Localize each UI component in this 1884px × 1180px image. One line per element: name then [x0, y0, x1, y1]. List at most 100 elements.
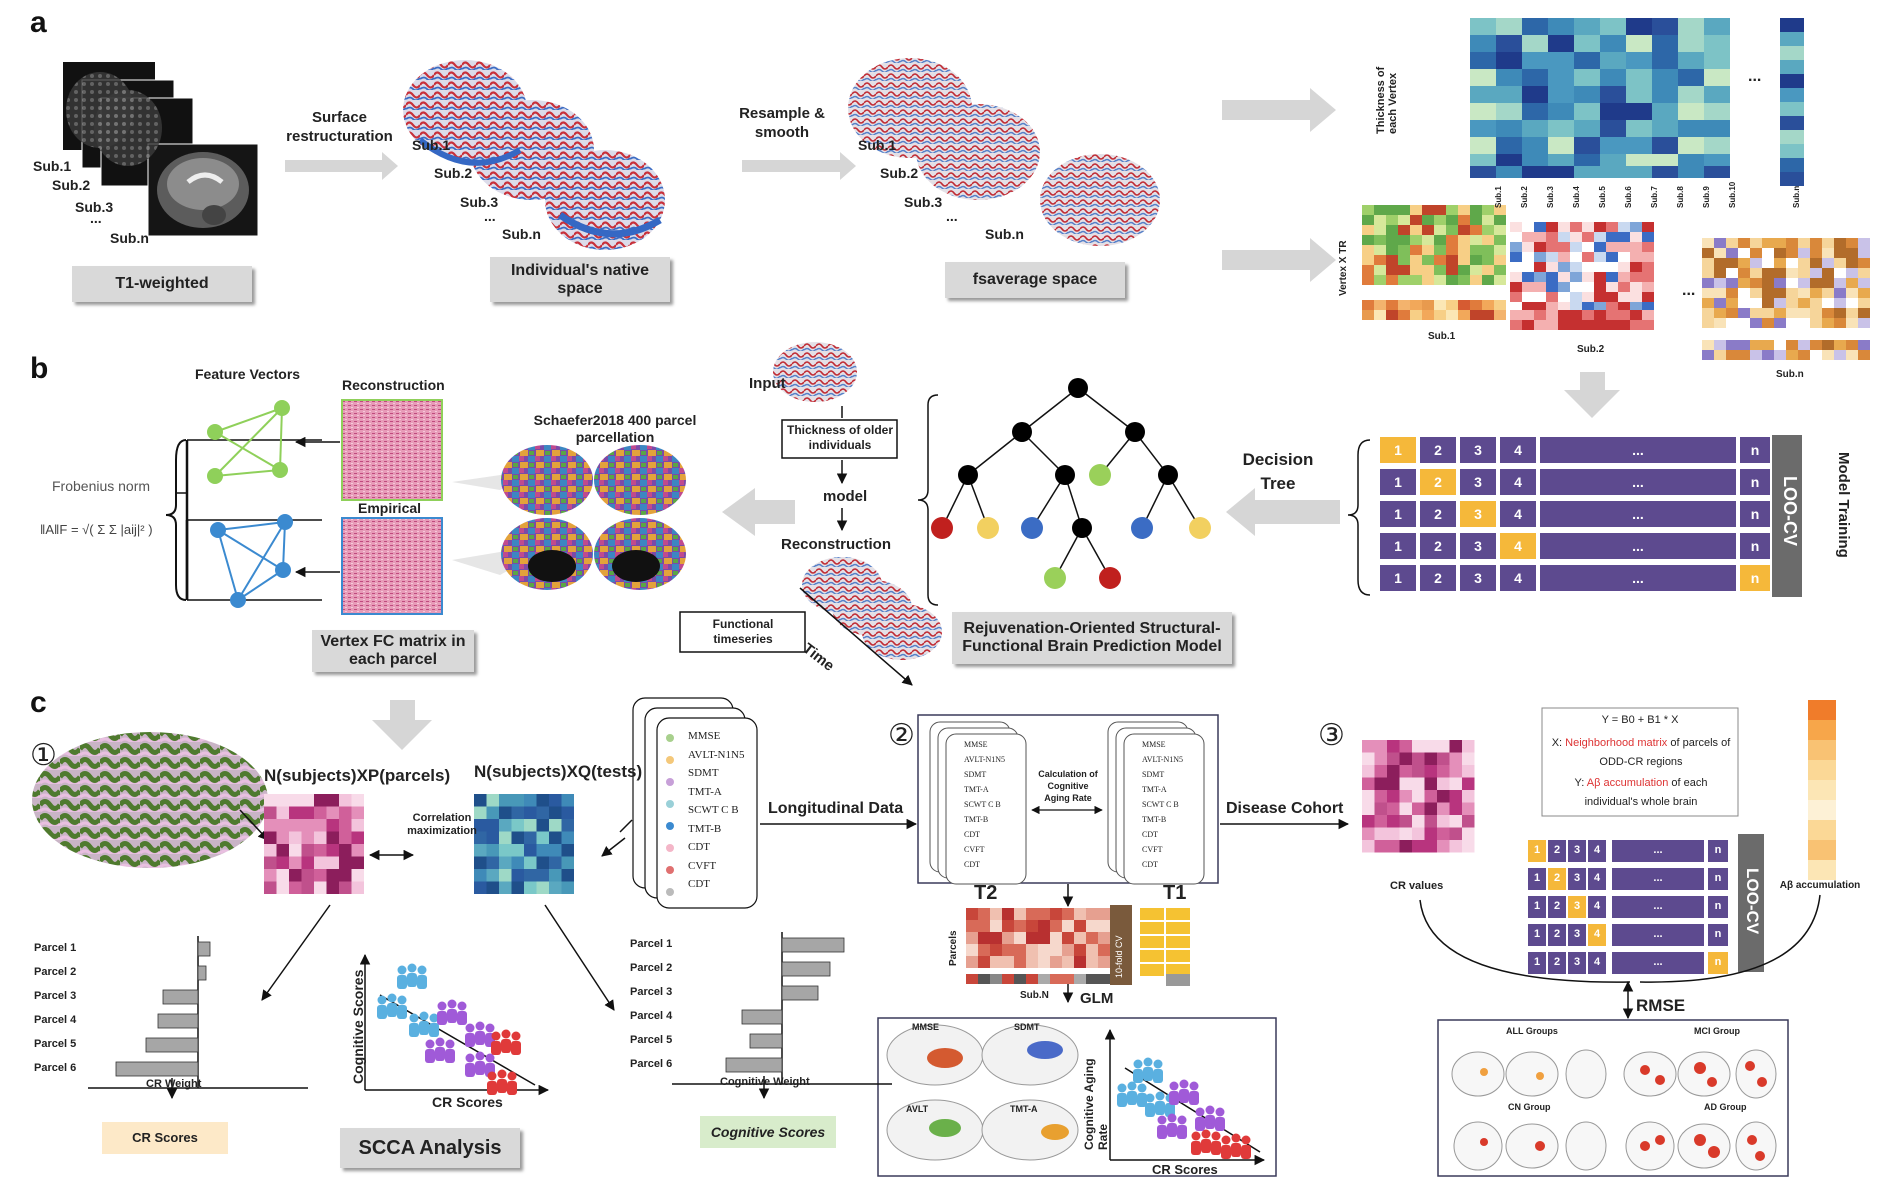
- heat-cell: [524, 844, 537, 857]
- heat-cell: [1362, 205, 1374, 215]
- heat-cell: [1738, 258, 1750, 268]
- heat-cell: [314, 869, 327, 882]
- heat-cell: [1398, 245, 1410, 255]
- heat-cell: [1446, 300, 1458, 310]
- heat-cell: [1606, 310, 1618, 320]
- cr-scores-box: CR Scores: [102, 1122, 228, 1154]
- heat-cell: [978, 932, 990, 944]
- cv-cell: [1460, 437, 1496, 463]
- heat-cell: [1522, 120, 1548, 137]
- heat-cell: [1714, 238, 1726, 248]
- heat-cell: [264, 831, 277, 844]
- cv3-cell-text: 3: [1573, 956, 1581, 968]
- heat-cell: [1570, 282, 1582, 292]
- heat-cell: [1434, 245, 1446, 255]
- heat-cell: [1496, 52, 1522, 69]
- heat-cell: [1574, 69, 1600, 86]
- parcel-label: Parcel 2: [34, 966, 77, 978]
- heat-cell: [1482, 310, 1494, 320]
- heat-cell: [1786, 258, 1798, 268]
- person-head: [1189, 1081, 1199, 1091]
- group-cn: CN Group: [1508, 1102, 1551, 1112]
- heat-cell: [1738, 268, 1750, 278]
- heat-cell: [289, 856, 302, 869]
- heat-cell: [1399, 815, 1412, 828]
- heat-cell: [1642, 262, 1654, 272]
- heat-cell: [536, 794, 549, 807]
- sub-label-3: Sub.3: [75, 199, 114, 215]
- heat-cell: [1422, 310, 1434, 320]
- heat-cell: [1652, 18, 1678, 35]
- heat-cell: [1774, 340, 1786, 350]
- person-head: [1231, 1133, 1241, 1143]
- heat-cell: [1050, 974, 1062, 984]
- heat-cell: [1458, 310, 1470, 320]
- person-head: [485, 1053, 495, 1063]
- heat-cell: [1714, 308, 1726, 318]
- cv-cell: [1420, 437, 1456, 463]
- ab-segment: [1808, 860, 1836, 880]
- heat-cell: [1714, 350, 1726, 360]
- heat-cell: [1470, 215, 1482, 225]
- mini-test-label: CDT: [1142, 830, 1158, 839]
- person-body: [1127, 1091, 1137, 1105]
- green-brain: [32, 732, 268, 868]
- heat-cell: [1412, 740, 1425, 753]
- heat-cell: [1606, 242, 1618, 252]
- heat-cell: [1834, 258, 1846, 268]
- heat-cell: [1846, 278, 1858, 288]
- t1-cell: [1166, 950, 1190, 962]
- heat-cell: [561, 881, 574, 894]
- cv-cell-text: n: [1750, 442, 1760, 458]
- heat-cell: [1362, 215, 1374, 225]
- heat-cell: [1546, 282, 1558, 292]
- loo-cv-label: LOO-CV: [1780, 476, 1800, 546]
- heat-cell: [1834, 318, 1846, 328]
- heat-cell: [1098, 932, 1110, 944]
- heat-cell: [1462, 840, 1475, 853]
- ab-segment: [1808, 780, 1836, 800]
- cv-cell: [1540, 501, 1736, 527]
- heat-cell: [1014, 974, 1026, 984]
- heat-cell: [1086, 956, 1098, 968]
- heat-cell: [1702, 268, 1714, 278]
- heat-cell: [1522, 222, 1534, 232]
- heat-cell: [1437, 802, 1450, 815]
- heat-cell: [549, 881, 562, 894]
- surface-restructuration-label: Surface restructuration: [286, 109, 393, 145]
- heat-cell: [1462, 752, 1475, 765]
- cog-aging-axis: Cognitive Aging Rate: [1082, 1058, 1110, 1150]
- cv3-cell-text: 1: [1533, 844, 1541, 856]
- cv-cell: [1740, 533, 1770, 559]
- test-label: CDT: [688, 878, 710, 890]
- heat-cell: [1534, 302, 1546, 312]
- heat-cell: [978, 974, 990, 984]
- heat-cell: [499, 844, 512, 857]
- heat-cell: [1026, 908, 1038, 920]
- heat-cell: [1374, 752, 1387, 765]
- heat-cell: [1726, 318, 1738, 328]
- heat-cell: [1548, 18, 1574, 35]
- person-body: [475, 1031, 485, 1045]
- t2-heatmap: [966, 908, 1110, 984]
- heat-cell: [1062, 956, 1074, 968]
- person-head: [1127, 1081, 1137, 1091]
- cv-cell: [1420, 533, 1456, 559]
- heat-cell: [1437, 765, 1450, 778]
- cv3-cell-text: ...: [1653, 844, 1663, 856]
- person-body: [491, 1041, 501, 1055]
- heat-cell: [1678, 35, 1704, 52]
- heat-cell: [264, 794, 277, 807]
- cv-cell: [1500, 565, 1536, 591]
- heat-cell: [1858, 278, 1870, 288]
- nq-matrix-label: N(subjects)XQ(tests): [474, 762, 642, 782]
- person-body: [1221, 1145, 1231, 1159]
- heat-cell: [1582, 242, 1594, 252]
- heat-cell: [536, 831, 549, 844]
- heat-cell: [1618, 310, 1630, 320]
- heat-cell: [561, 794, 574, 807]
- heat-cell: [1446, 310, 1458, 320]
- heat-cell: [1822, 288, 1834, 298]
- heat-cell: [326, 844, 339, 857]
- thickness-older-label: Thickness of older individuals: [786, 423, 894, 452]
